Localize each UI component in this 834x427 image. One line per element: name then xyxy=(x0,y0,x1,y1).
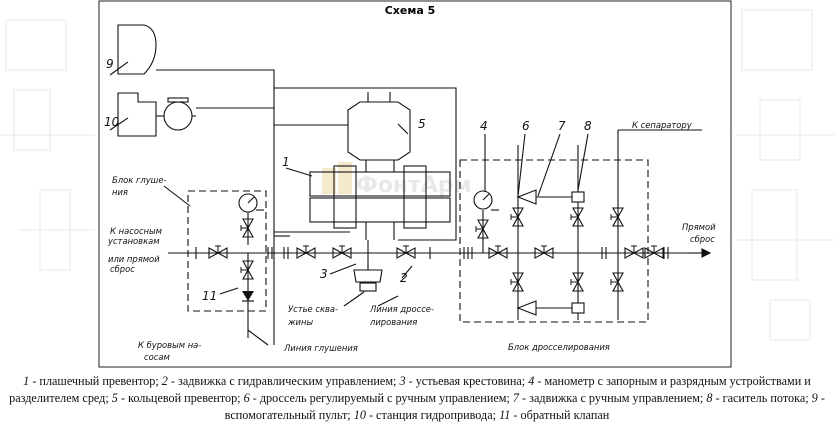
legend-number: 3 xyxy=(399,374,406,388)
label-to-mud-pumps-2: сосам xyxy=(144,352,170,362)
kill-block xyxy=(187,190,267,312)
label-kill-line: Линия глушения xyxy=(283,343,358,353)
legend-number: 8 xyxy=(706,391,713,405)
label-6: 6 xyxy=(522,119,530,133)
check-valve-11 xyxy=(242,291,254,301)
legend-number: 4 xyxy=(528,374,535,388)
legend-number: 6 xyxy=(243,391,250,405)
legend-text: - манометр с запорным и разрядным устрой… xyxy=(9,374,811,405)
label-2: 2 xyxy=(400,271,408,285)
wellhead-cross-3 xyxy=(353,269,383,283)
annular-preventer-5 xyxy=(347,101,411,161)
auxiliary-panel-9 xyxy=(117,24,157,75)
label-choke-block: Блок дросселирования xyxy=(508,342,610,352)
label-1: 1 xyxy=(282,155,290,169)
label-direct-discharge-1: Прямой xyxy=(682,222,716,232)
legend-text: - кольцевой превентор; xyxy=(117,391,244,405)
legend-number: 5 xyxy=(111,391,118,405)
label-8: 8 xyxy=(584,119,592,133)
label-to-separator: К сепаратору xyxy=(632,120,693,130)
label-wellhead-1: Устье сква- xyxy=(288,304,338,314)
legend-text: - задвижка с ручным управлением; xyxy=(519,391,707,405)
label-kill-block-2: ния xyxy=(112,187,128,197)
label-to-mud-pumps-1: К буровым на- xyxy=(138,340,201,350)
label-wellhead-2: жины xyxy=(287,317,313,327)
legend-text: - плашечный превентор; xyxy=(29,374,162,388)
label-direct-discharge-2: сброс xyxy=(690,234,715,244)
scheme-5-diagram: ФонтАрм Схема 5 xyxy=(98,0,732,368)
legend-text: - задвижка с гидравлическим управлением; xyxy=(167,374,400,388)
legend-text: - вспомогательный пульт; xyxy=(224,391,825,422)
legend-number: 1 xyxy=(23,374,30,388)
label-choke-line-2: лирования xyxy=(369,317,417,327)
legend-text: - гаситель потока; xyxy=(712,391,812,405)
label-11: 11 xyxy=(202,289,217,303)
legend-number: 7 xyxy=(512,391,519,405)
label-5: 5 xyxy=(418,117,426,131)
legend-text: - устьевая крестовина; xyxy=(405,374,529,388)
label-to-pumps-4: сброс xyxy=(110,264,135,274)
legend-number: 2 xyxy=(161,374,168,388)
watermark: ФонтАрм xyxy=(322,162,472,198)
choke-block xyxy=(459,159,649,323)
label-7: 7 xyxy=(558,119,566,133)
label-to-pumps-1: К насосным xyxy=(110,226,162,236)
hydraulic-station-10 xyxy=(117,92,157,137)
scheme-title: Схема 5 xyxy=(385,4,436,17)
label-choke-line-1: Линия дроссе- xyxy=(369,304,434,314)
legend-number: 9 xyxy=(811,391,818,405)
label-10: 10 xyxy=(104,115,120,129)
legend-number: 11 xyxy=(499,408,511,422)
label-9: 9 xyxy=(106,57,114,71)
legend-text: - станция гидропривода; xyxy=(365,408,500,422)
watermark-text: ФонтАрм xyxy=(356,173,472,198)
label-to-pumps-2: установкам xyxy=(107,236,160,246)
legend-text: - обратный клапан xyxy=(510,408,610,422)
label-3: 3 xyxy=(320,267,328,281)
label-to-pumps-3: или прямой xyxy=(108,254,160,264)
label-kill-block-1: Блок глуше- xyxy=(112,175,167,185)
ram-preventer-1 xyxy=(309,171,451,197)
label-4: 4 xyxy=(480,119,488,133)
legend-caption: 1 - плашечный превентор; 2 - задвижка с … xyxy=(0,373,834,424)
legend-text: - дроссель регулируемый с ручным управле… xyxy=(249,391,513,405)
legend-number: 10 xyxy=(353,408,366,422)
